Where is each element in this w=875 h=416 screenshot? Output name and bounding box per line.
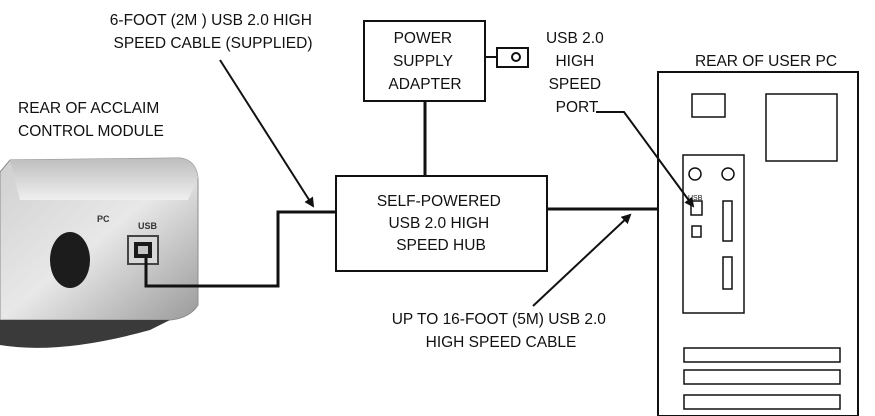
power-plug-icon [485, 47, 529, 68]
pc-expansion-slot [683, 347, 841, 363]
pc-usb-marking: USB [688, 195, 703, 202]
pointer-arrow-usb-port [596, 111, 695, 208]
usb-hub-box [335, 175, 548, 272]
usb-b-port-icon [127, 235, 159, 265]
pc-expansion-slot [683, 394, 841, 410]
pc-fan-slot [691, 93, 726, 118]
pc-power-supply-panel [765, 93, 838, 162]
supplied-cable-label: 6-FOOT (2M ) USB 2.0 HIGH SPEED CABLE (S… [110, 12, 316, 52]
rear-pc-label: REAR OF USER PC [695, 53, 837, 70]
module-pc-port [50, 232, 90, 288]
hub-label: SELF-POWERED USB 2.0 HIGH SPEED HUB [377, 193, 505, 254]
power-supply-label: POWER SUPPLY ADAPTER [388, 30, 461, 93]
rear-module-label: REAR OF ACCLAIM CONTROL MODULE [18, 100, 164, 140]
user-pc: USB [657, 71, 859, 416]
pointer-arrow-supplied-cable [219, 59, 315, 208]
long-cable-label: UP TO 16-FOOT (5M) USB 2.0 HIGH SPEED CA… [392, 311, 611, 351]
pointer-arrow-long-cable [532, 213, 632, 307]
module-pc-marking: PC [97, 214, 110, 224]
cable-supplied [144, 210, 340, 288]
usb-port-label: USB 2.0 HIGH SPEED PORT [546, 30, 608, 116]
power-supply-box [363, 20, 486, 102]
module-usb-marking: USB [138, 221, 158, 231]
acclaim-control-module: PC USB [0, 157, 199, 348]
pc-expansion-slot [683, 369, 841, 385]
usb-a-port-icon [690, 200, 703, 216]
